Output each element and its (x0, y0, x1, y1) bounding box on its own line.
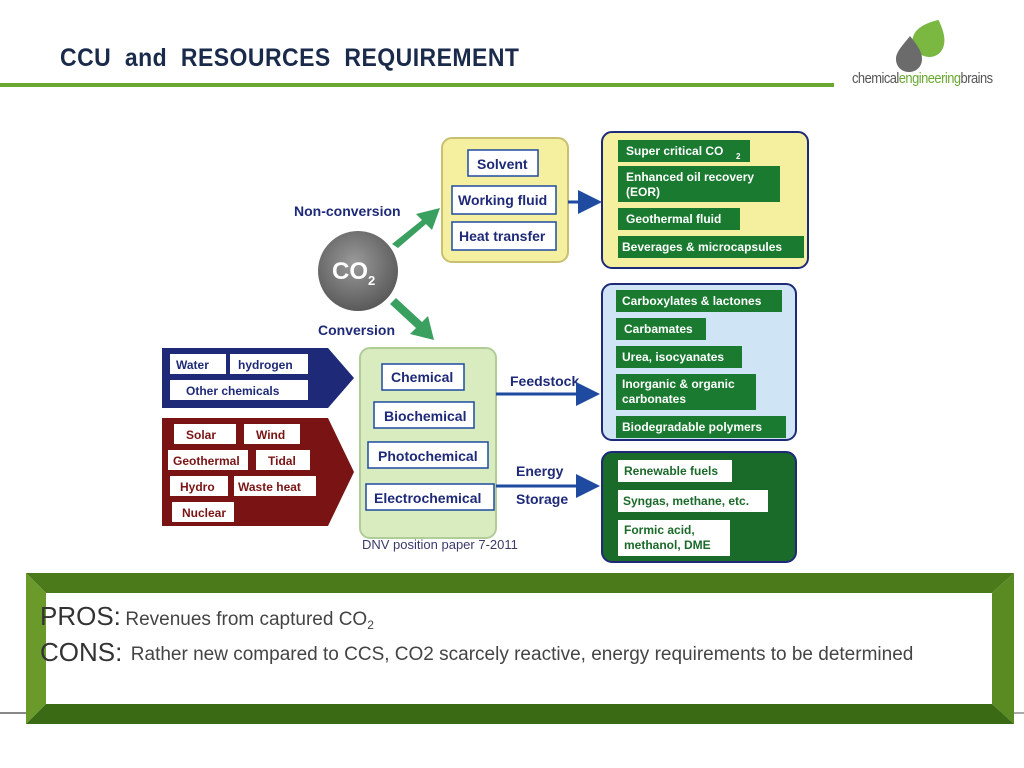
arrow-conversion (390, 298, 434, 340)
beverages-tag (618, 236, 804, 258)
summary-frame (26, 573, 1014, 724)
carboxylates-tag (616, 290, 782, 312)
formic-label-2: methanol, DME (624, 538, 711, 552)
tidal-box (256, 450, 310, 470)
urea-label: Urea, isocyanates (622, 350, 724, 364)
hydrogen-label: hydrogen (238, 358, 293, 372)
co2-circle (318, 231, 398, 311)
geothermal-box (168, 450, 248, 470)
logo-wordmark: chemicalengineeringbrains (852, 70, 993, 87)
inorganic-label-2: carbonates (622, 392, 686, 406)
arrow-non-conversion (392, 208, 440, 248)
super-critical-sub: 2 (736, 152, 741, 161)
storage-label: Storage (516, 491, 568, 507)
solvent-box (467, 149, 539, 177)
wind-box (244, 424, 300, 444)
working-fluid-label: Working fluid (458, 192, 547, 208)
biodegradable-label: Biodegradable polymers (622, 420, 762, 434)
water-label: Water (176, 358, 209, 372)
photochemical-box (367, 441, 489, 469)
feedstock-label: Feedstock (510, 373, 579, 389)
heat-transfer-label: Heat transfer (459, 228, 546, 244)
hydro-label: Hydro (180, 480, 215, 494)
waste-heat-label: Waste heat (238, 480, 301, 494)
biochemical-label: Biochemical (384, 408, 466, 424)
co2-label: CO (332, 258, 368, 285)
chemical-label: Chemical (391, 369, 453, 385)
hydro-box (170, 476, 228, 496)
renewable-tag (618, 460, 732, 482)
non-conversion-label: Non-conversion (294, 203, 401, 219)
heat-transfer-box (451, 221, 557, 251)
chemical-box (381, 363, 465, 391)
electrochemical-label: Electrochemical (374, 490, 481, 506)
energy-inputs-arrow (162, 418, 354, 526)
solvent-label: Solvent (477, 156, 528, 172)
super-critical-tag (618, 140, 750, 162)
solar-label: Solar (186, 428, 216, 442)
other-chemicals-box (170, 380, 308, 400)
inorganic-tag (616, 374, 756, 410)
summary-panel (46, 593, 990, 702)
geothermal-label: Geothermal (173, 454, 240, 468)
pros-label: PROS: (40, 601, 121, 631)
super-critical-label: Super critical CO (626, 144, 723, 158)
eor-label-2: (EOR) (626, 185, 660, 199)
pros-text: Revenues from captured CO (125, 609, 368, 630)
biochemical-box (373, 401, 475, 429)
geothermal-fluid-tag (618, 208, 740, 230)
source-caption: DNV position paper 7-2011 (362, 537, 518, 552)
hydrogen-box (230, 354, 308, 374)
renewable-label: Renewable fuels (624, 464, 718, 478)
page-title: CCU and RESOURCES REQUIREMENT (60, 44, 520, 72)
syngas-tag (618, 490, 768, 512)
cons-label: CONS: (40, 637, 123, 667)
nuclear-box (172, 502, 234, 522)
energy-label: Energy (516, 463, 564, 479)
carboxylates-label: Carboxylates & lactones (622, 294, 762, 308)
carbamates-label: Carbamates (624, 322, 693, 336)
electrochemical-box (365, 483, 495, 511)
logo: chemicalengineeringbrains (852, 14, 1002, 100)
geothermal-fluid-label: Geothermal fluid (626, 212, 721, 226)
formic-label-1: Formic acid, (624, 523, 695, 537)
biodegradable-tag (616, 416, 786, 438)
eor-label-1: Enhanced oil recovery (626, 170, 754, 184)
footer-line-left (0, 712, 30, 714)
solar-box (174, 424, 236, 444)
pros-subscript: 2 (367, 618, 374, 633)
nuclear-label: Nuclear (182, 506, 226, 520)
cons-text: Rather new compared to CCS, CO2 scarcely… (130, 644, 914, 665)
inorganic-label-1: Inorganic & organic (622, 377, 735, 391)
formic-tag (618, 520, 730, 556)
title-underline (0, 83, 834, 87)
water-box (170, 354, 226, 374)
pros-line: PROS: Revenues from captured CO2 (40, 601, 374, 632)
waste-heat-box (234, 476, 316, 496)
urea-tag (616, 346, 742, 368)
logo-drops-icon (896, 19, 945, 72)
carbamates-tag (616, 318, 706, 340)
other-chemicals-label: Other chemicals (186, 384, 280, 398)
eor-tag (618, 166, 780, 202)
working-fluid-box (451, 185, 557, 215)
co2-subscript: 2 (368, 273, 375, 288)
beverages-label: Beverages & microcapsules (622, 240, 782, 254)
cons-line: CONS: Rather new compared to CCS, CO2 sc… (40, 637, 951, 668)
ccu-diagram: CO 2 Non-conversion Conversion Solvent W… (162, 131, 809, 563)
conversion-label: Conversion (318, 322, 395, 338)
photochemical-label: Photochemical (378, 448, 478, 464)
tidal-label: Tidal (268, 454, 296, 468)
wind-label: Wind (256, 428, 285, 442)
syngas-label: Syngas, methane, etc. (623, 494, 749, 508)
